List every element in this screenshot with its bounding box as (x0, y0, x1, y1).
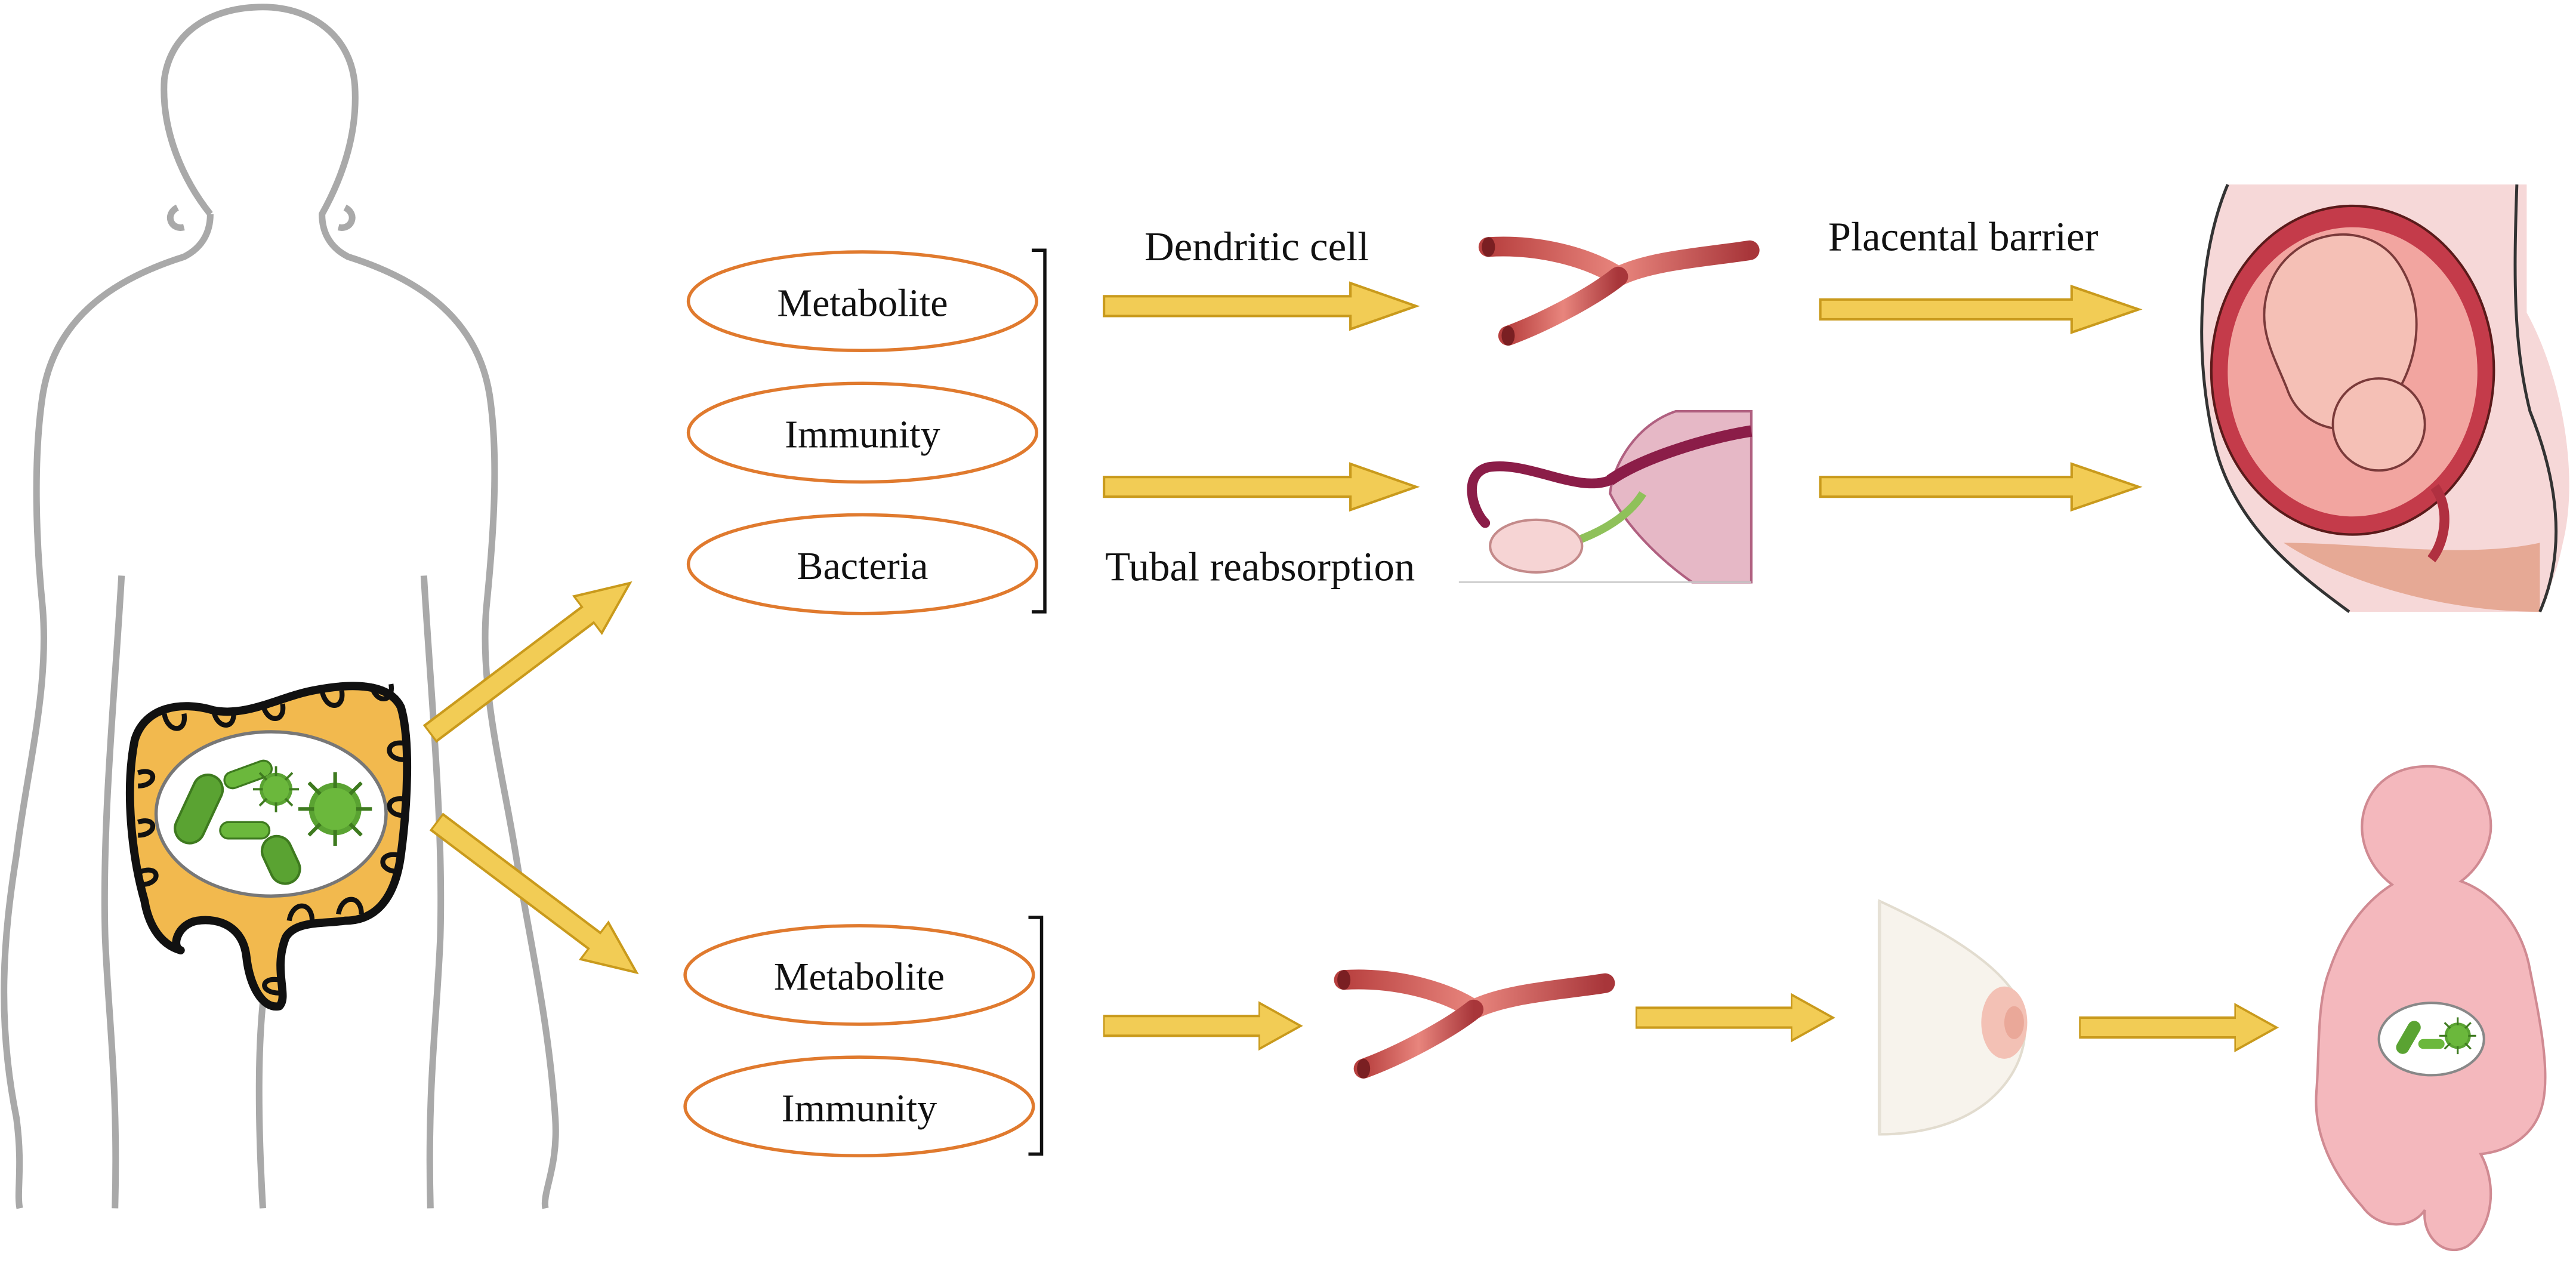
label-placental-barrier: Placental barrier (1828, 214, 2099, 259)
label-dendritic-cell: Dendritic cell (1144, 224, 1369, 269)
arrow-to-vessel (1104, 283, 1416, 329)
arrow-tube-to-uterus (1821, 464, 2139, 510)
upper-ellipse-immunity: Immunity (686, 381, 1039, 484)
arrow-to-tube (1104, 464, 1416, 510)
arrow-to-infant (2080, 1005, 2277, 1051)
woman-silhouette-icon (1, 4, 559, 1209)
fallopian-tube-icon (1458, 410, 1753, 584)
arrow-vessel-to-uterus (1821, 287, 2139, 332)
blood-vessel-icon (1337, 970, 1605, 1079)
label-tubal-reabsorption: Tubal reabsorption (1105, 544, 1415, 590)
upper-ellipse-label: Metabolite (777, 281, 948, 325)
lower-ellipse-label: Metabolite (774, 955, 945, 999)
breast-icon (1877, 899, 2028, 1136)
upper-ellipse-bacteria: Bacteria (686, 513, 1039, 615)
lower-ellipse-immunity: Immunity (683, 1055, 1035, 1158)
lower-factor-group: Metabolite Immunity (683, 916, 1044, 1158)
arrow-to-lower-vessel (1104, 1003, 1301, 1049)
lower-bracket (1028, 916, 1044, 1156)
upper-bracket (1032, 248, 1047, 614)
infant-icon (2315, 765, 2547, 1251)
lower-ellipse-label: Immunity (782, 1086, 937, 1130)
upper-ellipse-metabolite: Metabolite (686, 250, 1039, 352)
blood-vessel-icon (1482, 237, 1750, 346)
arrow-to-breast (1636, 994, 1833, 1040)
upper-ellipse-label: Bacteria (797, 544, 928, 588)
bacteria-icon (174, 759, 372, 885)
upper-factor-group: Metabolite Immunity Bacteria (686, 248, 1047, 615)
arrow-gut-to-upper (415, 563, 645, 753)
lower-ellipse-metabolite: Metabolite (683, 924, 1035, 1026)
upper-ellipse-label: Immunity (785, 413, 940, 457)
pregnant-uterus-icon (2200, 184, 2569, 613)
